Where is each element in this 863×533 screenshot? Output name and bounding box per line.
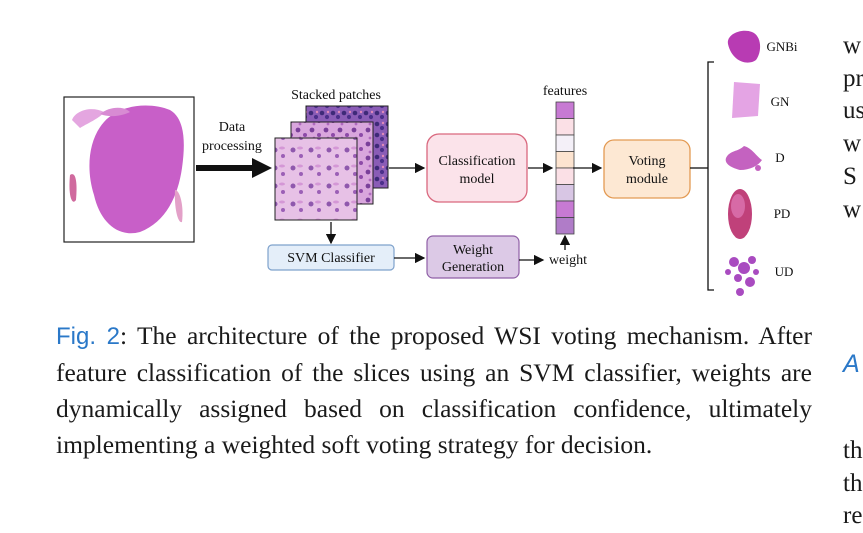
output-label: D (775, 150, 784, 165)
column-line: pr (843, 64, 863, 92)
weight-generation-label-1: Weight (453, 243, 493, 258)
column-line: th (843, 469, 863, 497)
column-line: w (843, 32, 862, 59)
classification-model-box: Classification model (426, 133, 528, 203)
feature-cell (555, 217, 575, 235)
output-ud: UD (725, 256, 793, 296)
column-line: S (843, 162, 857, 190)
stacked-patches-label: Stacked patches (291, 88, 381, 103)
features-label: features (543, 84, 587, 99)
feature-cell (555, 184, 575, 202)
feature-cell (555, 101, 575, 119)
output-pd: PD (728, 189, 790, 239)
classification-model-label-1: Classification (439, 154, 516, 169)
svm-classifier-label: SVM Classifier (287, 251, 375, 266)
column-line: us (843, 97, 863, 125)
classification-model-label-2: model (460, 172, 495, 187)
wsi-thumbnail (63, 96, 195, 243)
column-line: th (843, 437, 863, 464)
data-processing-label-1: Data (219, 120, 246, 135)
feature-cell (555, 200, 575, 218)
feature-cell (555, 167, 575, 185)
weight-label: weight (549, 253, 587, 268)
column-lower-lines: th th re (843, 435, 862, 533)
output-label: GNBi (766, 39, 797, 54)
voting-module-label-2: module (626, 172, 668, 187)
figure-caption: Fig. 2: The architecture of the proposed… (56, 318, 812, 463)
figure-label[interactable]: Fig. 2 (56, 323, 120, 350)
voting-module-label-1: Voting (628, 154, 665, 169)
output-gn: GN (732, 82, 790, 118)
stacked-patches (274, 105, 389, 221)
feature-cell (555, 118, 575, 136)
output-bracket (690, 61, 714, 291)
weight-generation-box: Weight Generation (426, 235, 520, 279)
output-label: UD (775, 264, 794, 279)
column-line: w (843, 195, 862, 223)
architecture-diagram: Data processing Stacked patches Classifi… (63, 30, 798, 296)
feature-cell (555, 151, 575, 169)
svm-classifier-box: SVM Classifier (267, 244, 395, 271)
column-line: re (843, 502, 863, 530)
feature-cell (555, 134, 575, 152)
caption-text: : The architecture of the proposed WSI v… (56, 321, 812, 459)
data-processing-label-2: processing (202, 139, 262, 154)
data-processing-arrow (196, 158, 272, 178)
output-label: GN (771, 94, 790, 109)
output-label: PD (774, 206, 791, 221)
feature-vector (555, 101, 575, 235)
section-heading: A (843, 350, 860, 378)
column-line: w (843, 130, 862, 158)
adjacent-column-text: w pr us w S w A th th re (843, 30, 863, 529)
output-gnbi: GNBi (727, 30, 798, 63)
output-d: D (725, 146, 785, 171)
weight-generation-label-2: Generation (442, 260, 504, 275)
voting-module-box: Voting module (603, 139, 691, 199)
